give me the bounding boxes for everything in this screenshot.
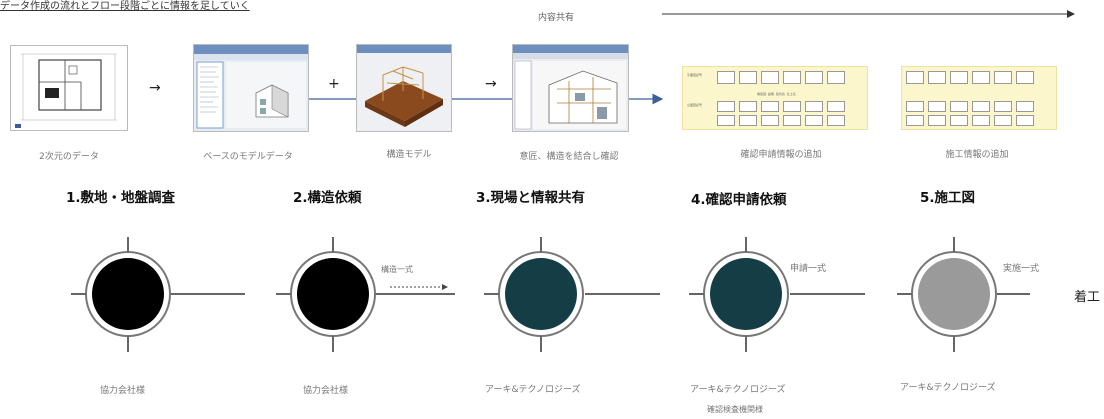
step-title-1: 1.敷地・地盤調査 <box>66 190 176 206</box>
step-owner-2: 協力会社様 <box>303 386 349 396</box>
software-window-icon <box>194 45 308 129</box>
step-circle-3 <box>484 237 584 352</box>
caption-construction: 施工情報の追加 <box>945 150 1009 160</box>
share-label: 内容共有 <box>538 13 575 23</box>
step-owner-4: アーキ&テクノロジーズ <box>690 385 786 395</box>
end-label: 着工 <box>1074 290 1101 305</box>
step-note-2: 構造一式 <box>381 265 413 274</box>
step-note-5: 実施一式 <box>1003 264 1040 274</box>
step-owner-4b: 確認検査機関様 <box>707 405 763 414</box>
thumb-construction-info <box>901 66 1057 130</box>
caption-2d: 2次元のデータ <box>39 152 99 162</box>
step-owner-5: アーキ&テクノロジーズ <box>900 383 996 393</box>
step-title-3: 3.現場と情報共有 <box>476 190 586 206</box>
step-owner-1: 協力会社様 <box>100 386 146 396</box>
plus-sign: + <box>328 76 340 92</box>
thumb-base-model <box>193 44 309 132</box>
step-owner-3: アーキ&テクノロジーズ <box>485 385 581 395</box>
step-circle-2 <box>276 237 376 352</box>
caption-confirmation: 確認申請情報の追加 <box>740 150 822 160</box>
arrow-2: → <box>485 76 497 92</box>
thumb-structural-model <box>356 44 452 132</box>
caption-structural-model: 構造モデル <box>386 150 432 160</box>
step-circle-5 <box>897 237 997 352</box>
thumb-2d-drawing <box>10 45 128 131</box>
symbol-label-plan: 平面図記号 <box>687 73 703 77</box>
thumb-confirmation-info: 平面図記号 立面図記号 構造図, 設備, 建具表, 仕上表 <box>682 66 868 130</box>
arrow-1: → <box>149 80 161 96</box>
combined-model-icon <box>513 45 628 130</box>
caption-combined: 意匠、構造を結合し確認 <box>519 152 619 162</box>
floorplan-icon <box>15 53 117 128</box>
symbol-label-elev: 立面図記号 <box>687 103 703 107</box>
step-title-5: 5.施工図 <box>920 190 976 206</box>
step-note-4: 申請一式 <box>790 264 827 274</box>
thumb-combined-check <box>512 44 629 132</box>
symbol-label-struct: 構造図, 設備, 建具表, 仕上表 <box>757 92 796 96</box>
step-title-2: 2.構造依頼 <box>293 190 362 206</box>
caption-base-model: ベースのモデルデータ <box>203 152 293 162</box>
page-title: データ作成の流れとフロー段階ごとに情報を足していく <box>0 1 250 12</box>
structure-3d-icon <box>357 45 451 127</box>
step-title-4: 4.確認申請依頼 <box>691 192 787 208</box>
step-circle-4 <box>689 237 789 352</box>
step-circle-1 <box>71 237 171 352</box>
